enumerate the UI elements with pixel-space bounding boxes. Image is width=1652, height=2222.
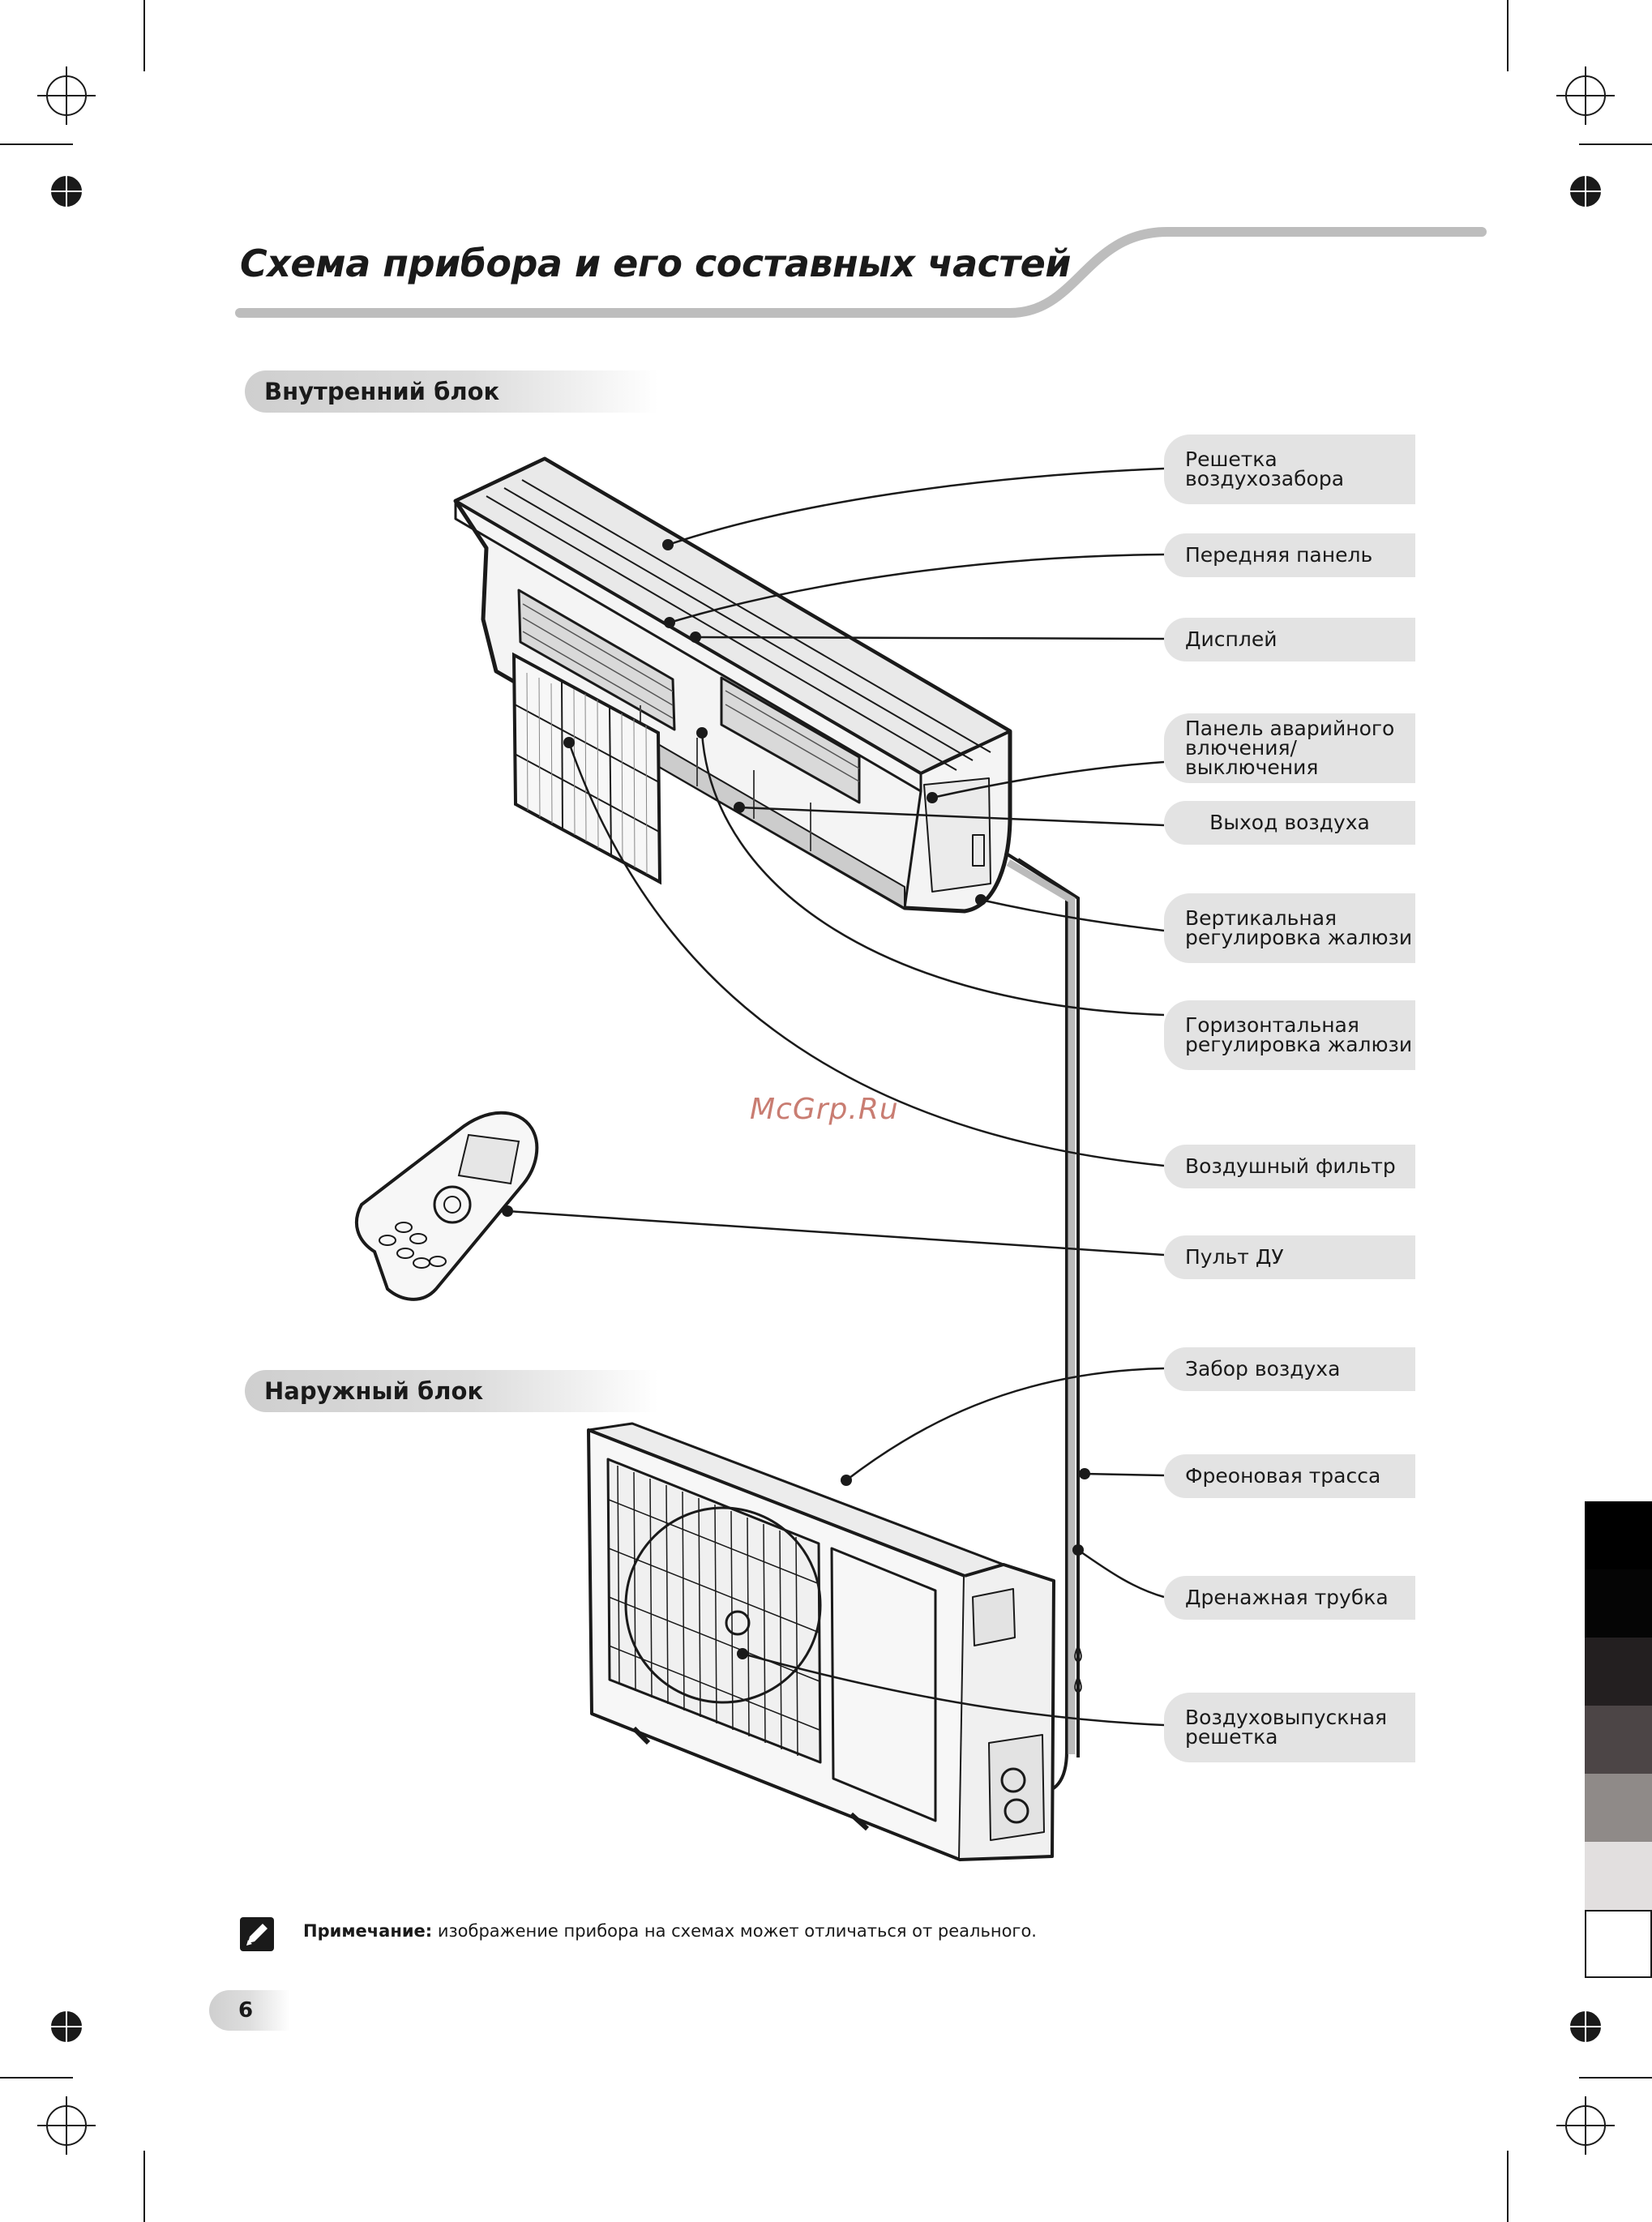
color-swatch [1585, 1842, 1652, 1910]
section-label: Внутренний блок [264, 378, 500, 405]
note-body: изображение прибора на схемах может отли… [432, 1921, 1037, 1941]
note-label: Примечание: [303, 1921, 433, 1941]
freon-line-shading [1006, 859, 1076, 1754]
title-swoosh [235, 227, 1487, 318]
callout-label: Забор воздуха [1185, 1357, 1341, 1381]
section-header-outdoor: Наружный блок [245, 1370, 658, 1412]
remote-control-illustration [354, 1111, 539, 1301]
callout-label: Выход воздуха [1209, 811, 1370, 834]
callout-label: Вертикальная регулировка жалюзи [1185, 906, 1413, 949]
color-swatch [1585, 1501, 1652, 1569]
leader-dots [502, 539, 1090, 1659]
callout-label: Воздушный фильтр [1185, 1154, 1396, 1178]
air-filter-illustration [511, 652, 662, 885]
section-label: Наружный блок [264, 1377, 484, 1405]
callout-label: Решетка воздухозабора [1185, 447, 1345, 490]
callout-vertical-louver: Вертикальная регулировка жалюзи [1164, 893, 1415, 963]
callout-front-panel: Передняя панель [1164, 533, 1415, 577]
callout-air-outlet: Выход воздуха [1164, 801, 1415, 845]
callout-horizontal-louver: Горизонтальная регулировка жалюзи [1164, 1000, 1415, 1070]
color-swatch [1585, 1569, 1652, 1638]
pencil-icon [240, 1917, 274, 1951]
note-text: Примечание: изображение прибора на схема… [303, 1921, 1037, 1941]
registration-target-icon [37, 66, 1615, 2155]
section-header-indoor: Внутренний блок [245, 370, 658, 413]
callout-drain-pipe: Дренажная трубка [1164, 1576, 1415, 1620]
outdoor-unit-illustration [587, 1422, 1055, 1861]
callout-air-filter: Воздушный фильтр [1164, 1145, 1415, 1188]
page-number: 6 [238, 1998, 254, 2023]
color-swatch [1585, 1910, 1652, 1978]
callout-label: Горизонтальная регулировка жалюзи [1185, 1013, 1413, 1056]
callout-display: Дисплей [1164, 618, 1415, 661]
leader-lines [507, 467, 1165, 1727]
color-swatch [1585, 1706, 1652, 1774]
callout-freon-line: Фреоновая трасса [1164, 1454, 1415, 1498]
callout-label: Воздуховыпускная решетка [1185, 1706, 1388, 1749]
callout-label: Фреоновая трасса [1185, 1464, 1381, 1488]
callout-label: Пульт ДУ [1185, 1245, 1284, 1269]
callout-label: Дренажная трубка [1185, 1586, 1389, 1609]
callout-label: Передняя панель [1185, 543, 1373, 567]
color-swatch [1585, 1638, 1652, 1706]
callout-label: Дисплей [1185, 627, 1278, 651]
drip-icon [1074, 1643, 1082, 1694]
callout-emergency-panel: Панель аварийного влючения/ выключения [1164, 713, 1415, 783]
page-title: Схема прибора и его составных частей [240, 242, 1072, 285]
callout-remote: Пульт ДУ [1164, 1235, 1415, 1279]
watermark: McGrp.Ru [750, 1093, 899, 1126]
callout-outdoor-air-intake: Забор воздуха [1164, 1347, 1415, 1391]
registration-dot-icon [49, 174, 1603, 2044]
callout-air-intake-grille: Решетка воздухозабора [1164, 435, 1415, 504]
callout-outlet-grille: Воздуховыпускная решетка [1164, 1693, 1415, 1762]
page-number-tab [209, 1990, 290, 2031]
callout-label: Панель аварийного влючения/ выключения [1185, 717, 1395, 779]
color-swatch [1585, 1774, 1652, 1842]
